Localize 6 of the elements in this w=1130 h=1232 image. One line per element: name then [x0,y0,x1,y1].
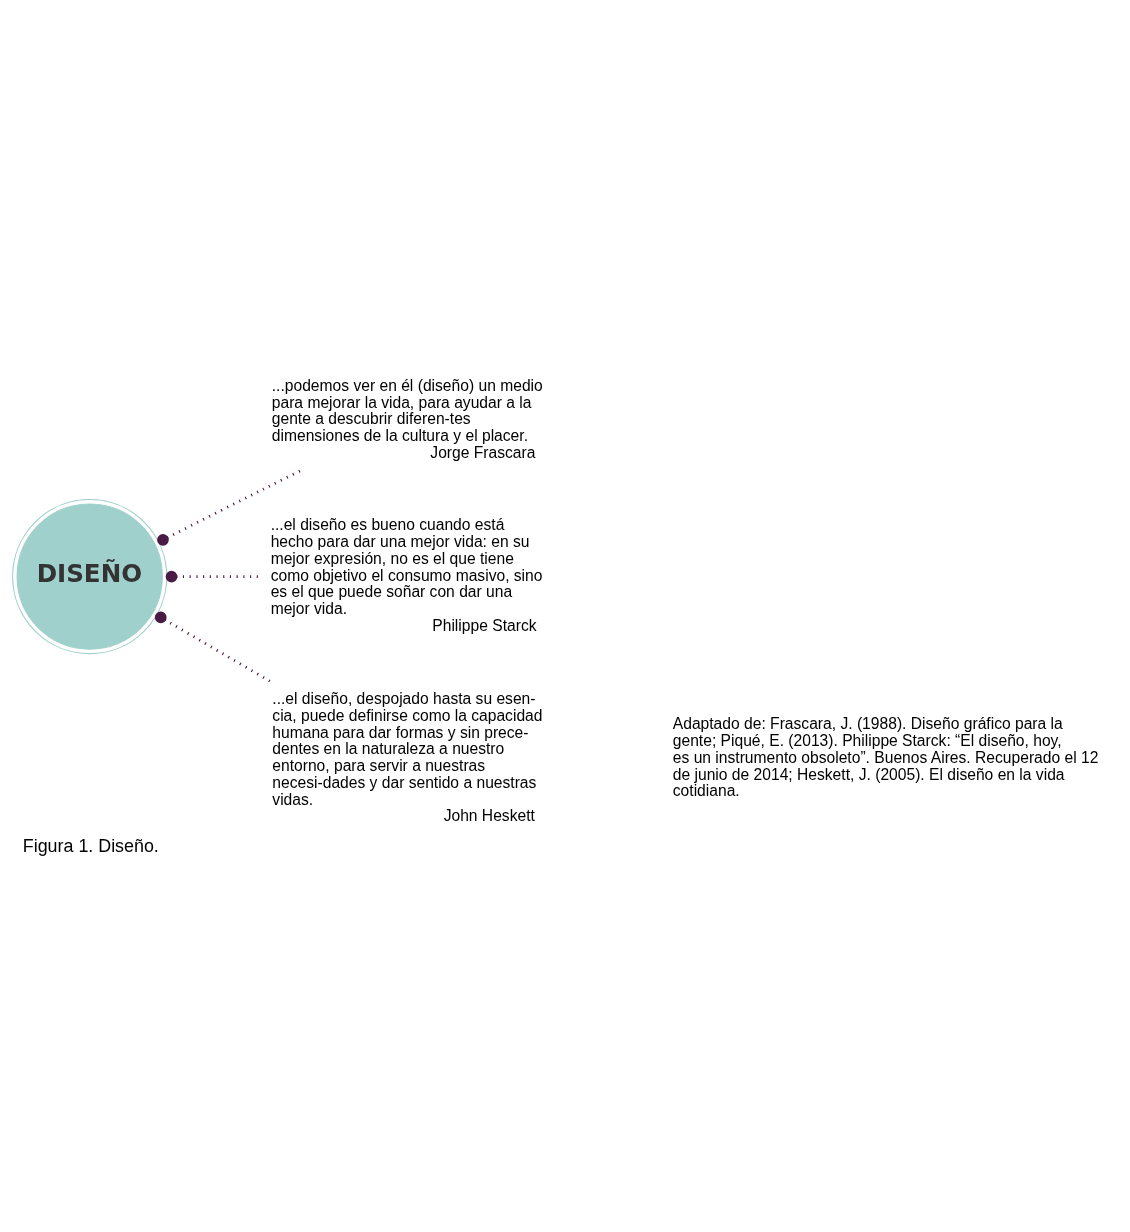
connector [157,468,303,546]
node-text: ...el diseño es bueno cuando está hecho para dar una mejor vida: en su mejor expresión, no es el que tiene como objetivo el consumo masivo, sino es el que puede soñar con dar una mejor vida. Philippe Starck [270,515,543,634]
node-text: ...el diseño, despojado hasta su esen-cia, puede definirse como la capacidad humana para dar formas y sin prece-dentes en la naturaleza a nuestro entorno, para servir a nuestras necesi-dades y dar sentido a nuestras vidas. John Heskett [272,689,543,824]
caption: Figura 1. Diseño. [22,835,159,856]
label: Adaptado de: Frascara, J. (1988). Diseño gráfico para la gente; Piqué, E. (2013). Philippe Starck: “El diseño, hoy, es un instrumento obsoleto”. Buenos Aires. Recuperado el 12 de junio de 2014; Heskett, J. (2005). El diseño en la vida cotidiana. [672,714,1099,799]
node-text: ...podemos ver en él (diseño) un medio para mejorar la vida, para ayudar a la gente a descubrir diferen-tes dimensiones de la cultura y el placer. Jorge Frascara [271,376,543,461]
